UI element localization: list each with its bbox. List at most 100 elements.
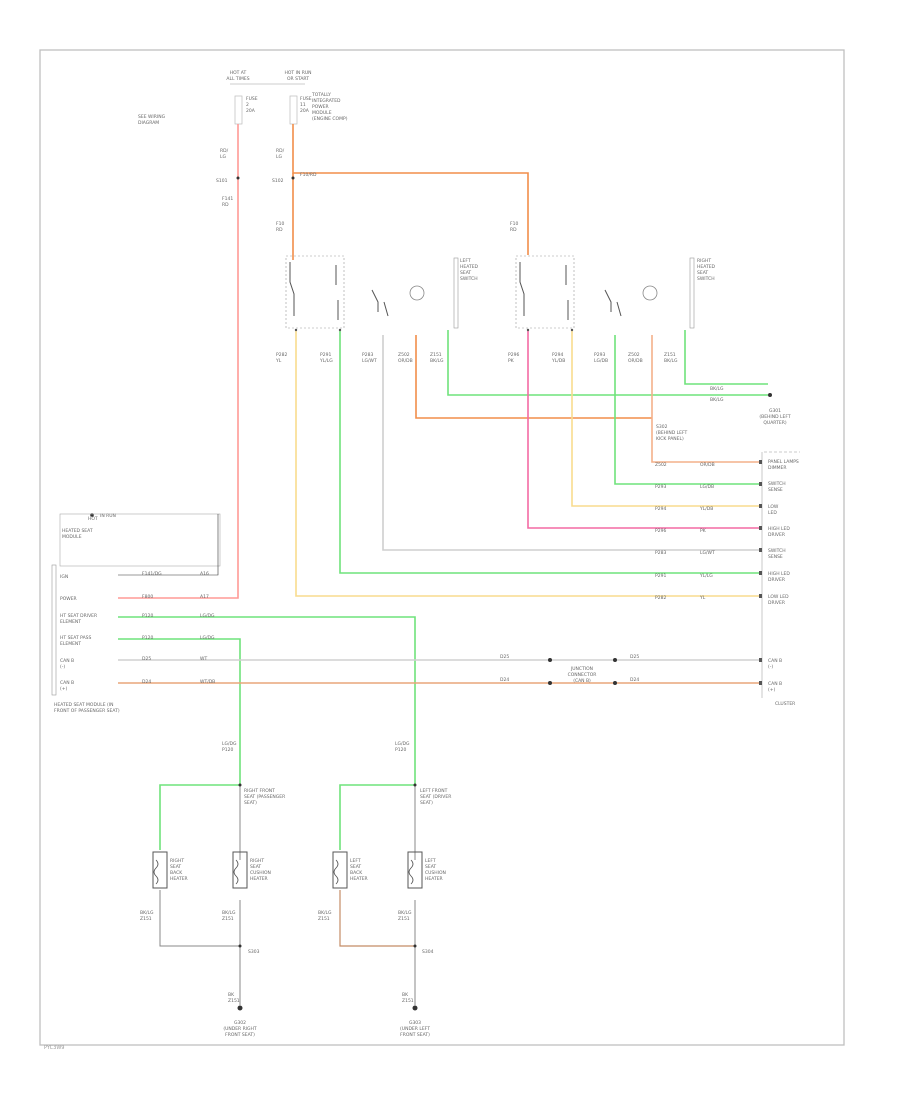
svg-text:FRONT SEAT): FRONT SEAT): [400, 1032, 430, 1038]
svg-text:LG/DG: LG/DG: [395, 741, 410, 747]
svg-text:POWER: POWER: [60, 596, 77, 602]
svg-text:F800: F800: [142, 594, 153, 600]
wire-green-seat-passenger: [118, 638, 241, 785]
svg-text:Z502: Z502: [655, 462, 667, 468]
svg-text:S101: S101: [216, 178, 228, 184]
fuse-block-header: HOT AT ALL TIMES HOT IN RUN OR START SEE…: [138, 70, 348, 126]
svg-text:2: 2: [246, 102, 249, 108]
svg-text:G303: G303: [409, 1020, 421, 1026]
svg-text:LEFT: LEFT: [350, 858, 361, 864]
svg-text:BK/LG: BK/LG: [222, 910, 236, 916]
svg-text:D25: D25: [630, 654, 639, 660]
svg-text:(CAN B): (CAN B): [573, 678, 591, 684]
wire-driver-ground: [339, 890, 415, 947]
svg-text:Z502: Z502: [398, 352, 410, 358]
svg-text:Z151: Z151: [402, 998, 414, 1004]
svg-text:P296: P296: [655, 528, 666, 534]
svg-text:20A: 20A: [246, 108, 256, 114]
svg-text:FRONT SEAT): FRONT SEAT): [225, 1032, 255, 1038]
svg-text:HIGH LED: HIGH LED: [768, 526, 790, 532]
svg-text:CAN B: CAN B: [60, 658, 74, 664]
svg-text:Z502: Z502: [628, 352, 640, 358]
svg-text:PK: PK: [700, 528, 707, 534]
svg-text:P293: P293: [594, 352, 605, 358]
ground-upper-right: G301 (BEHIND LEFT QUARTER): [759, 393, 791, 426]
svg-text:P283: P283: [362, 352, 373, 358]
svg-text:FUSE: FUSE: [300, 96, 312, 102]
svg-text:P293: P293: [655, 484, 666, 490]
svg-text:RIGHT: RIGHT: [250, 858, 264, 864]
svg-text:S302: S302: [656, 424, 668, 430]
svg-text:S303: S303: [248, 949, 260, 955]
svg-text:SEAT (PASSENGER: SEAT (PASSENGER: [244, 794, 285, 800]
svg-text:HOT IN RUN: HOT IN RUN: [284, 70, 311, 76]
svg-text:SENSE: SENSE: [768, 554, 783, 560]
wire-green-left-5: [447, 330, 768, 396]
svg-text:SENSE: SENSE: [768, 487, 783, 493]
svg-text:(-): (-): [60, 664, 65, 670]
svg-text:HT SEAT DRIVER: HT SEAT DRIVER: [60, 613, 97, 619]
wire-pink-right-1: [527, 330, 762, 529]
svg-text:LG/DG: LG/DG: [200, 635, 215, 641]
wire-green-passenger-back: [159, 784, 240, 850]
svg-text:D24: D24: [630, 677, 639, 683]
svg-text:F141: F141: [222, 196, 233, 202]
svg-text:HEATED SEAT MODULE (IN: HEATED SEAT MODULE (IN: [54, 702, 113, 708]
diagram-border: [39, 49, 845, 1046]
svg-text:BK/LG: BK/LG: [664, 358, 678, 364]
svg-text:RD: RD: [510, 227, 517, 233]
svg-text:LG/WT: LG/WT: [700, 550, 715, 556]
svg-text:G301: G301: [769, 408, 781, 414]
svg-text:CUSHION: CUSHION: [250, 870, 271, 876]
svg-text:SEAT (DRIVER: SEAT (DRIVER: [420, 794, 451, 800]
svg-text:P291: P291: [320, 352, 331, 358]
svg-text:RIGHT FRONT: RIGHT FRONT: [244, 788, 275, 794]
svg-text:OR/DB: OR/DB: [398, 358, 413, 364]
svg-text:MODULE: MODULE: [312, 110, 332, 116]
svg-text:P120: P120: [222, 747, 233, 753]
svg-text:P120: P120: [395, 747, 406, 753]
svg-text:Z151: Z151: [398, 916, 410, 922]
svg-text:HOT AT: HOT AT: [230, 70, 247, 76]
svg-text:DRIVER: DRIVER: [768, 532, 785, 538]
svg-text:F10: F10: [276, 221, 284, 227]
svg-text:CLUSTER: CLUSTER: [775, 701, 795, 707]
svg-text:HOT: HOT: [88, 516, 98, 522]
cluster-pins: [759, 460, 762, 685]
svg-text:SEAT: SEAT: [250, 864, 261, 870]
svg-text:HEATER: HEATER: [425, 876, 443, 882]
svg-text:SEAT: SEAT: [460, 270, 471, 276]
svg-text:F141/DG: F141/DG: [142, 571, 162, 577]
svg-text:BK/LG: BK/LG: [398, 910, 412, 916]
svg-text:HEATER: HEATER: [250, 876, 268, 882]
svg-text:KICK PANEL): KICK PANEL): [656, 436, 684, 442]
svg-text:Z151: Z151: [140, 916, 152, 922]
svg-text:LG: LG: [276, 154, 283, 160]
svg-text:BK/LG: BK/LG: [710, 386, 724, 392]
svg-text:SEAT: SEAT: [170, 864, 181, 870]
svg-text:LG/DG: LG/DG: [222, 741, 237, 747]
wire-green-right-3: [614, 335, 762, 485]
wire-gray-left-3: [382, 335, 762, 551]
svg-text:HT SEAT PASS: HT SEAT PASS: [60, 635, 92, 641]
svg-text:DIMMER: DIMMER: [768, 465, 787, 471]
wire-green-driver-back: [339, 784, 415, 850]
svg-text:(-): (-): [768, 664, 773, 670]
svg-text:BK/LG: BK/LG: [318, 910, 332, 916]
svg-text:(UNDER LEFT: (UNDER LEFT: [400, 1026, 430, 1032]
svg-text:F10/RD: F10/RD: [300, 172, 317, 178]
svg-text:YL/LG: YL/LG: [699, 573, 713, 579]
svg-text:D25: D25: [142, 656, 151, 662]
wire-orange-right-4: [651, 335, 762, 463]
svg-text:INTEGRATED: INTEGRATED: [312, 98, 341, 104]
svg-text:HEATED: HEATED: [697, 264, 716, 270]
